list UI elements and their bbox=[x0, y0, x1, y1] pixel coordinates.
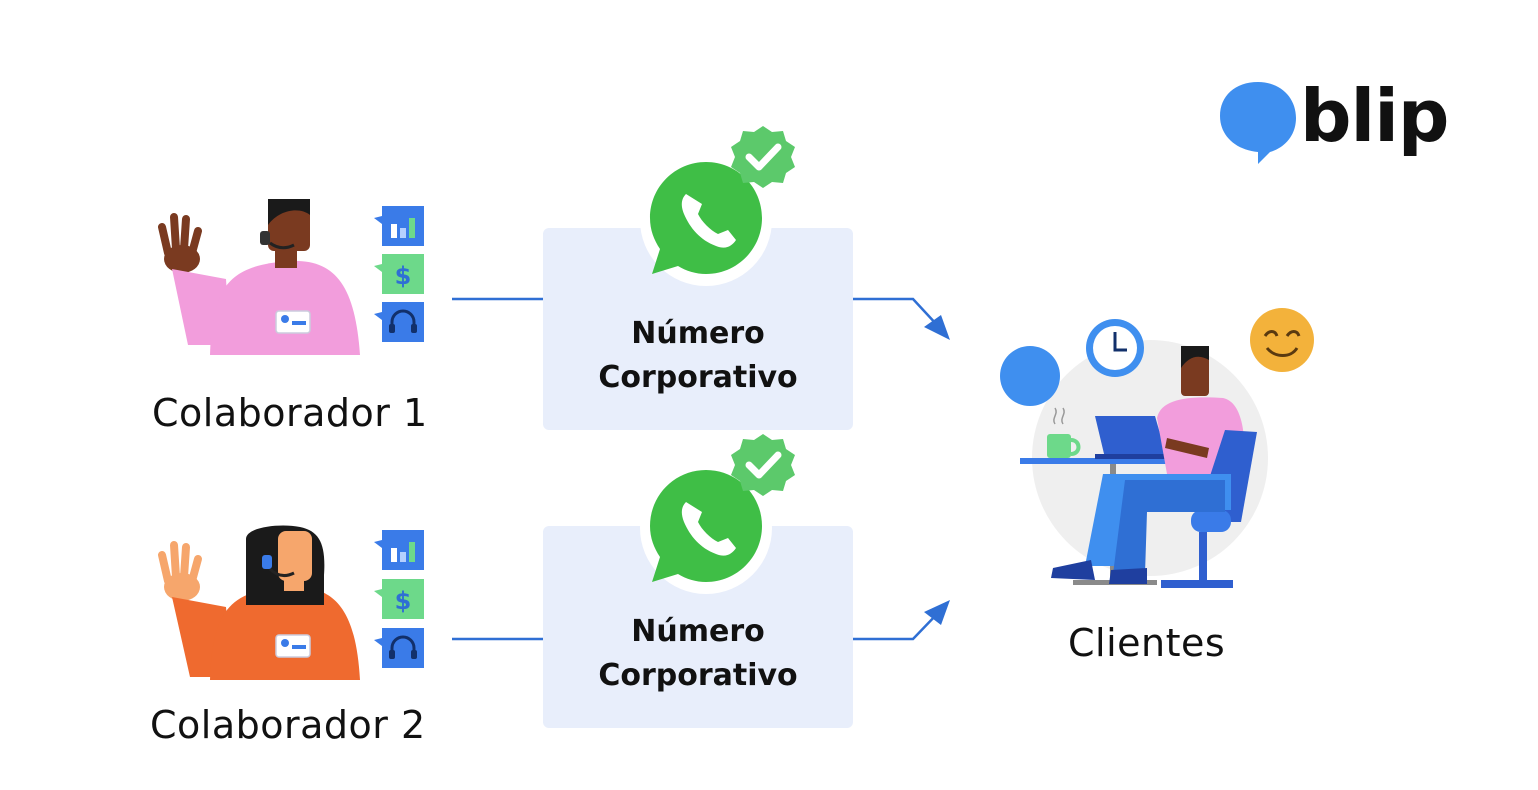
box-2-line-1: Número bbox=[631, 614, 765, 649]
laptop-icon bbox=[1095, 416, 1195, 459]
headset-icon bbox=[374, 628, 424, 668]
corporate-number-box-2: Número Corporativo bbox=[543, 526, 853, 728]
blue-dot bbox=[1000, 346, 1060, 406]
collaborator-2-label: Colaborador 2 bbox=[150, 703, 426, 747]
arrow-box-1-to-clients bbox=[853, 297, 939, 327]
smiley-icon bbox=[1246, 304, 1318, 376]
whatsapp-group-1 bbox=[638, 122, 808, 297]
collab-2-dollar-bubble: $ bbox=[374, 579, 424, 624]
blip-logo: blip bbox=[1218, 74, 1458, 168]
box-2-line-2: Corporativo bbox=[598, 658, 798, 693]
blip-bubble-icon bbox=[1220, 82, 1296, 164]
clock-icon bbox=[1086, 319, 1144, 377]
whatsapp-icon bbox=[640, 154, 772, 286]
collaborator-1-illustration bbox=[150, 195, 440, 360]
dollar-icon: $ bbox=[374, 579, 424, 619]
collab-1-dollar-bubble: $ bbox=[374, 254, 424, 299]
chart-icon bbox=[374, 530, 424, 570]
chart-icon bbox=[374, 206, 424, 246]
arrowhead-2 bbox=[924, 600, 950, 625]
svg-text:$: $ bbox=[395, 587, 412, 615]
verified-check-icon bbox=[731, 126, 795, 188]
box-1-line-2: Corporativo bbox=[598, 360, 798, 395]
whatsapp-icon bbox=[640, 462, 772, 594]
verified-check-icon bbox=[731, 434, 795, 496]
box-1-line-1: Número bbox=[631, 316, 765, 351]
collab-1-chart-bubble bbox=[374, 206, 424, 251]
arrowhead-1 bbox=[924, 315, 950, 340]
collab-2-headset-bubble bbox=[374, 628, 424, 673]
collaborator-1-label: Colaborador 1 bbox=[152, 391, 428, 435]
collab-1-headset-bubble bbox=[374, 302, 424, 347]
whatsapp-group-2 bbox=[638, 430, 808, 605]
headset-icon bbox=[374, 302, 424, 342]
blip-logo-text: blip bbox=[1300, 74, 1449, 158]
collab-2-chart-bubble bbox=[374, 530, 424, 575]
collaborator-2-illustration bbox=[150, 525, 440, 680]
client-illustration bbox=[995, 298, 1325, 593]
arrow-box-2-to-clients bbox=[853, 612, 939, 641]
svg-text:$: $ bbox=[395, 262, 412, 290]
coffee-mug-icon bbox=[1047, 407, 1081, 458]
clients-label: Clientes bbox=[1068, 621, 1226, 665]
dollar-icon: $ bbox=[374, 254, 424, 294]
